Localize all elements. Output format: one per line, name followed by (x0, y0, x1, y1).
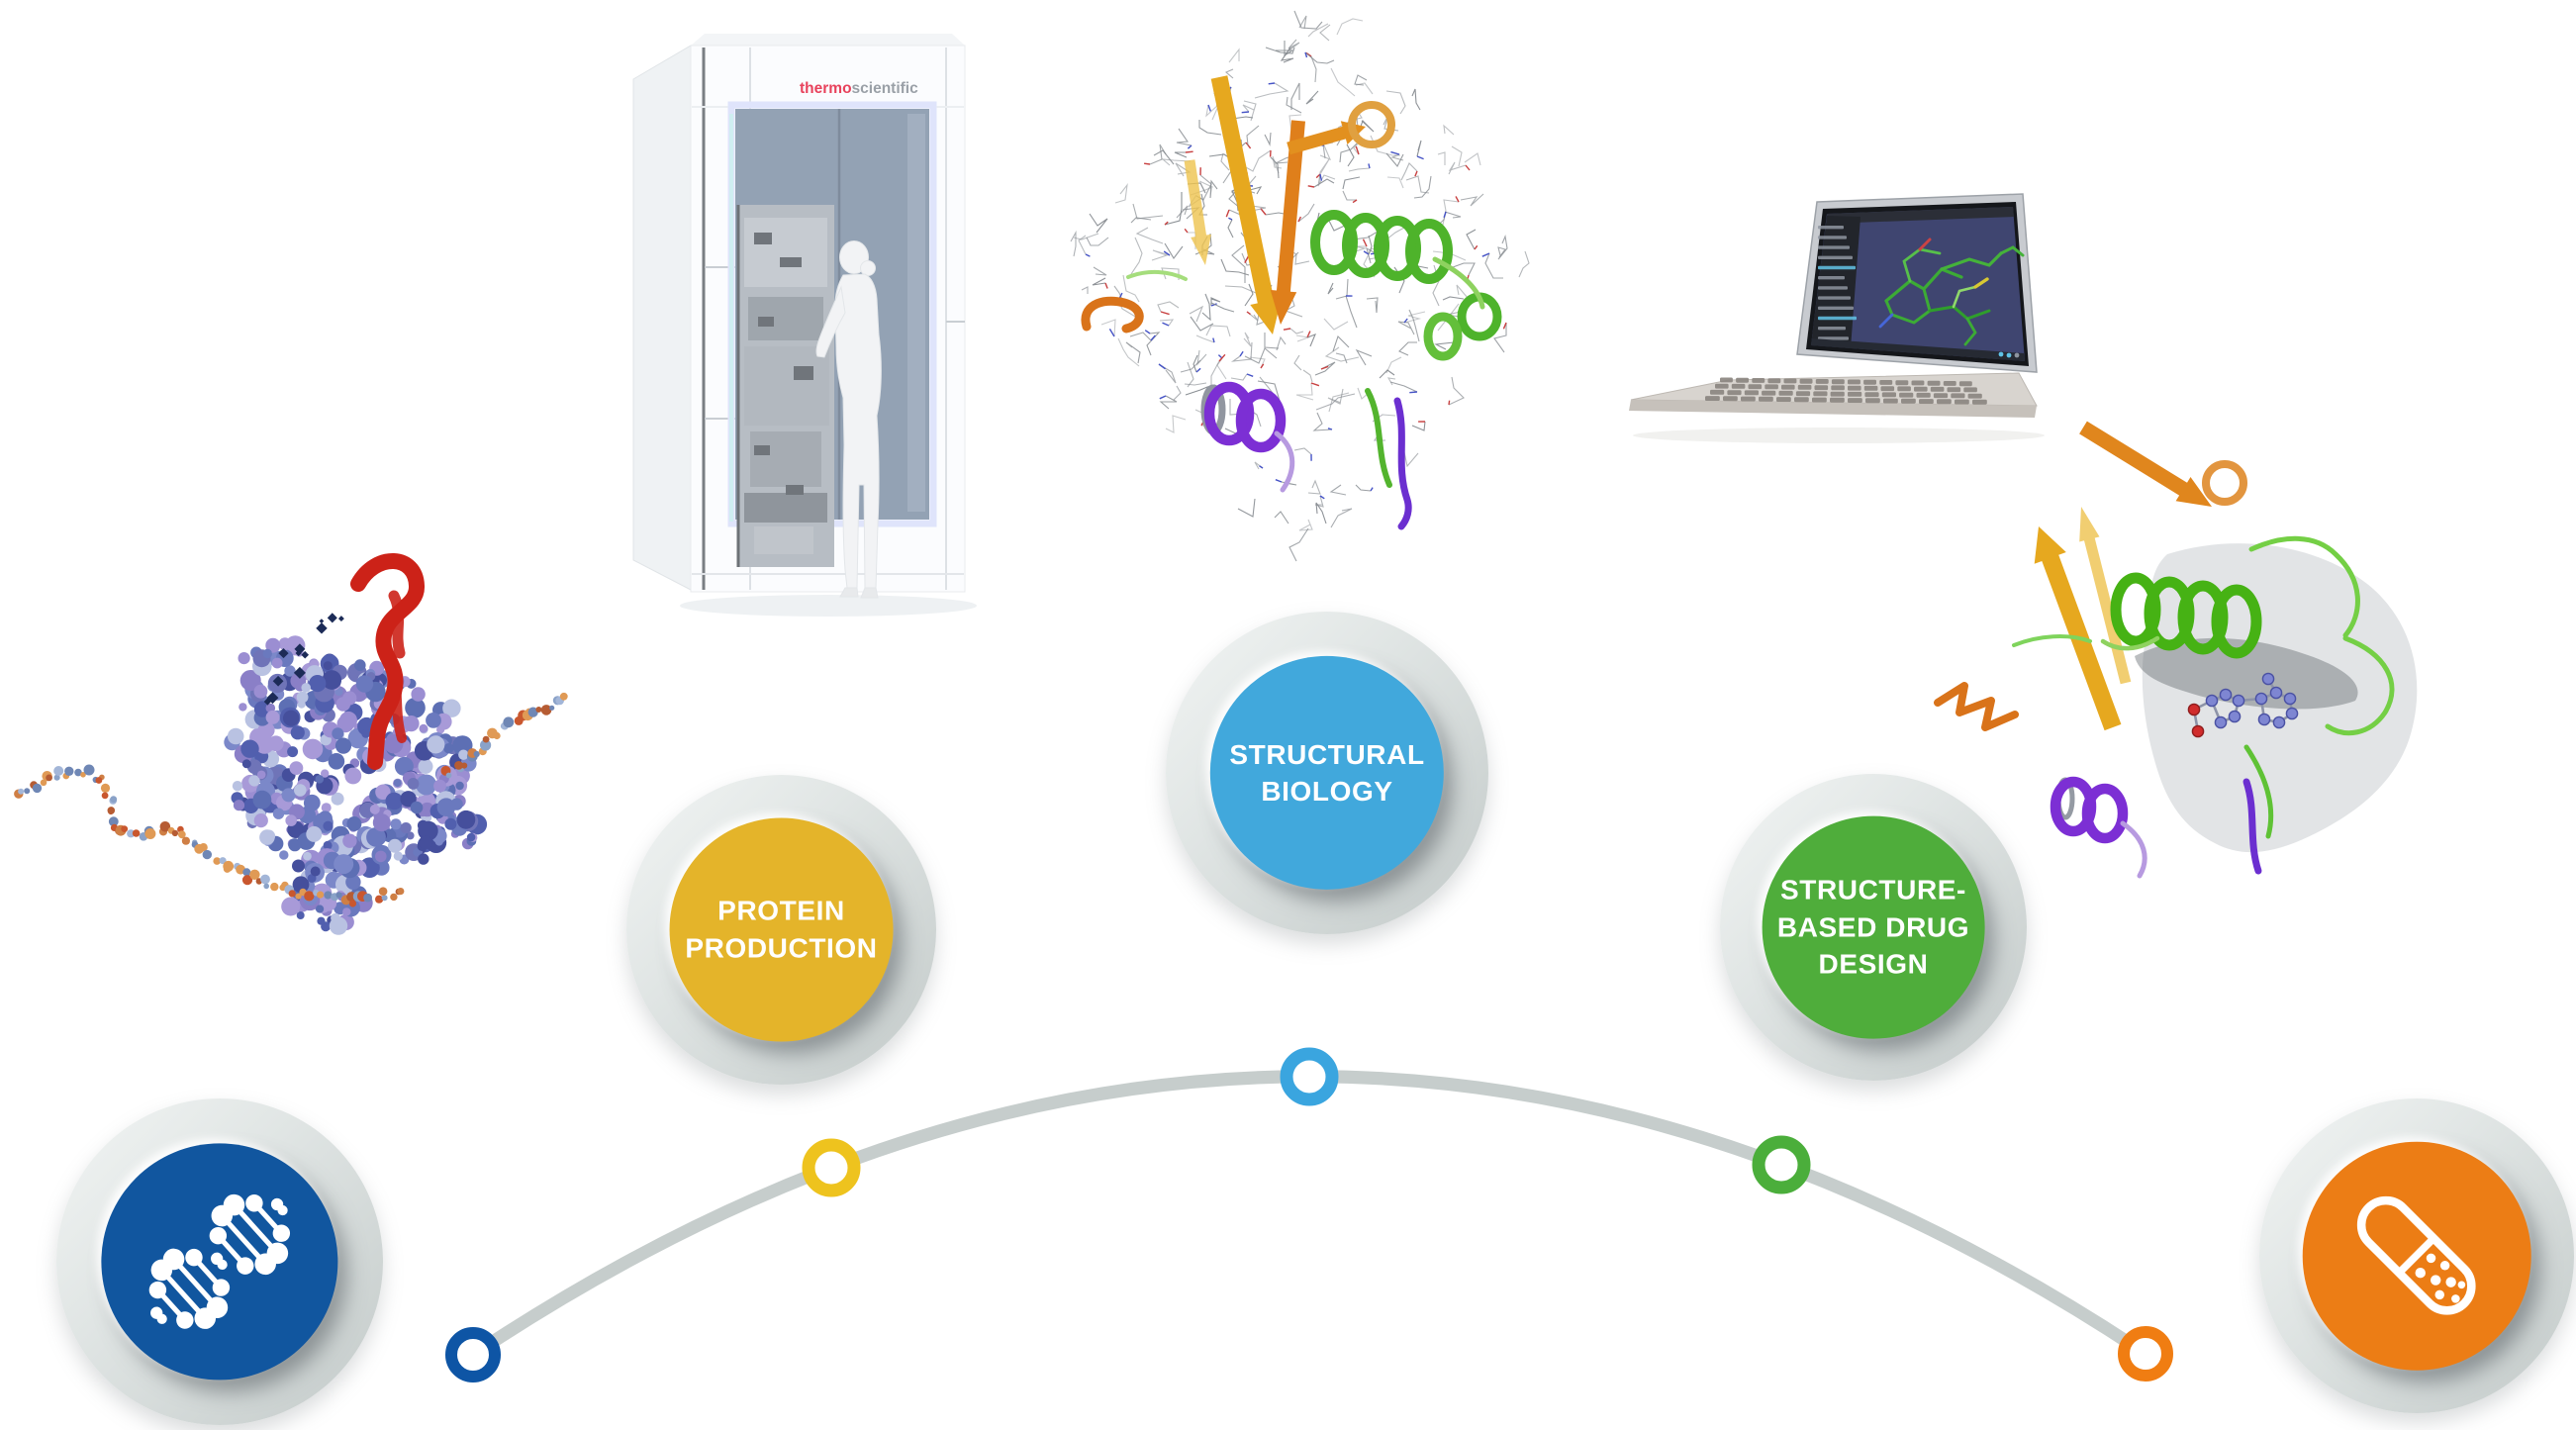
screen-lid (1796, 193, 2038, 373)
pill-icon (2357, 1196, 2476, 1315)
laptop-shadow (1633, 428, 2045, 443)
label-line: PRODUCTION (685, 932, 878, 964)
cabinet-top (691, 34, 965, 46)
status-dot (1998, 351, 2004, 357)
label-line: BASED DRUG (1776, 911, 1970, 943)
beta-sheet-arrows (1184, 75, 1366, 335)
arc-node-protein-production (802, 1138, 861, 1197)
stage-protein-production: PROTEIN PRODUCTION (626, 775, 936, 1085)
stage-sbdd-disc: STRUCTURE- BASED DRUG DESIGN (1762, 815, 1985, 1039)
arc-node-drug (2118, 1326, 2173, 1382)
dna-icon (148, 1193, 291, 1330)
keyboard (1705, 377, 1987, 405)
protein-structure-wireframe-image (1070, 10, 1530, 562)
stage-label-protein-production: PROTEIN PRODUCTION (685, 893, 877, 967)
atom-wireframe (1070, 10, 1530, 562)
arc-node-gene-dna (445, 1327, 501, 1382)
sidebar-rows (1818, 226, 1857, 340)
rna-strand (350, 553, 425, 770)
app-toolbar (1827, 207, 2014, 224)
stage-structural-biology: STRUCTURAL BIOLOGY (1166, 612, 1488, 934)
label-line: STRUCTURE- (1779, 874, 1966, 906)
label-line: STRUCTURAL (1229, 738, 1425, 770)
stage-dna-disc (101, 1143, 338, 1381)
screen-display (1811, 207, 2025, 361)
stage-protein-production-disc: PROTEIN PRODUCTION (669, 817, 894, 1042)
arc-node-structure-based-drug-design (1752, 1135, 1811, 1194)
operator-figure (815, 240, 882, 599)
thermo-scientific-logo: thermoscientific (800, 80, 918, 97)
arc-line (466, 1070, 2152, 1362)
stage-label-structural-biology: STRUCTURAL BIOLOGY (1229, 735, 1424, 810)
stage-structure-based-drug-design: STRUCTURE- BASED DRUG DESIGN (1720, 774, 2027, 1081)
molecular-surface (2142, 543, 2418, 853)
instrument-column (736, 205, 834, 567)
stage-drug-disc (2302, 1141, 2531, 1371)
label-line: PROTEIN (717, 895, 845, 926)
dna-strands (14, 692, 568, 907)
label-line: BIOLOGY (1261, 776, 1393, 807)
stage-label-sbdd: STRUCTURE- BASED DRUG DESIGN (1777, 872, 1969, 984)
glow-strip (729, 114, 733, 522)
laptop-computer-image (1629, 193, 2045, 443)
binding-pocket (2135, 637, 2358, 710)
stage-drug (2259, 1098, 2574, 1413)
ribbon-details (1934, 460, 2395, 879)
stage-structural-biology-disc: STRUCTURAL BIOLOGY (1209, 655, 1445, 891)
app-sidebar (1811, 216, 1860, 348)
app-statusbar (1811, 338, 2025, 361)
arc-node-structural-biology (1280, 1047, 1339, 1106)
on-screen-molecule (1878, 238, 2025, 346)
ribbon-details (1081, 101, 1502, 530)
base-front-edge (1629, 400, 2037, 418)
label-line: DESIGN (1818, 948, 1929, 980)
status-dot (2014, 352, 2020, 358)
cabinet-side (632, 45, 692, 591)
status-dot (2006, 352, 2012, 358)
cabinet-front (690, 45, 966, 593)
beta-sheet-arrows (2034, 421, 2212, 731)
door-sheen (907, 114, 925, 512)
ligand-ball-and-stick (2187, 672, 2299, 738)
stage-gene-dna (56, 1098, 383, 1425)
cryo-em-microscope-image: thermoscientific (632, 34, 977, 617)
rna-polymerase-complex-image (14, 553, 568, 935)
drug-target-complex-image (1934, 421, 2418, 879)
door-panel (735, 109, 929, 520)
screen-bezel (1806, 202, 2029, 366)
speck-trail (263, 613, 344, 706)
floor-shadow (680, 595, 977, 617)
laptop-base (1630, 372, 2038, 407)
protein-blob (224, 635, 488, 935)
door-glow (727, 101, 937, 527)
